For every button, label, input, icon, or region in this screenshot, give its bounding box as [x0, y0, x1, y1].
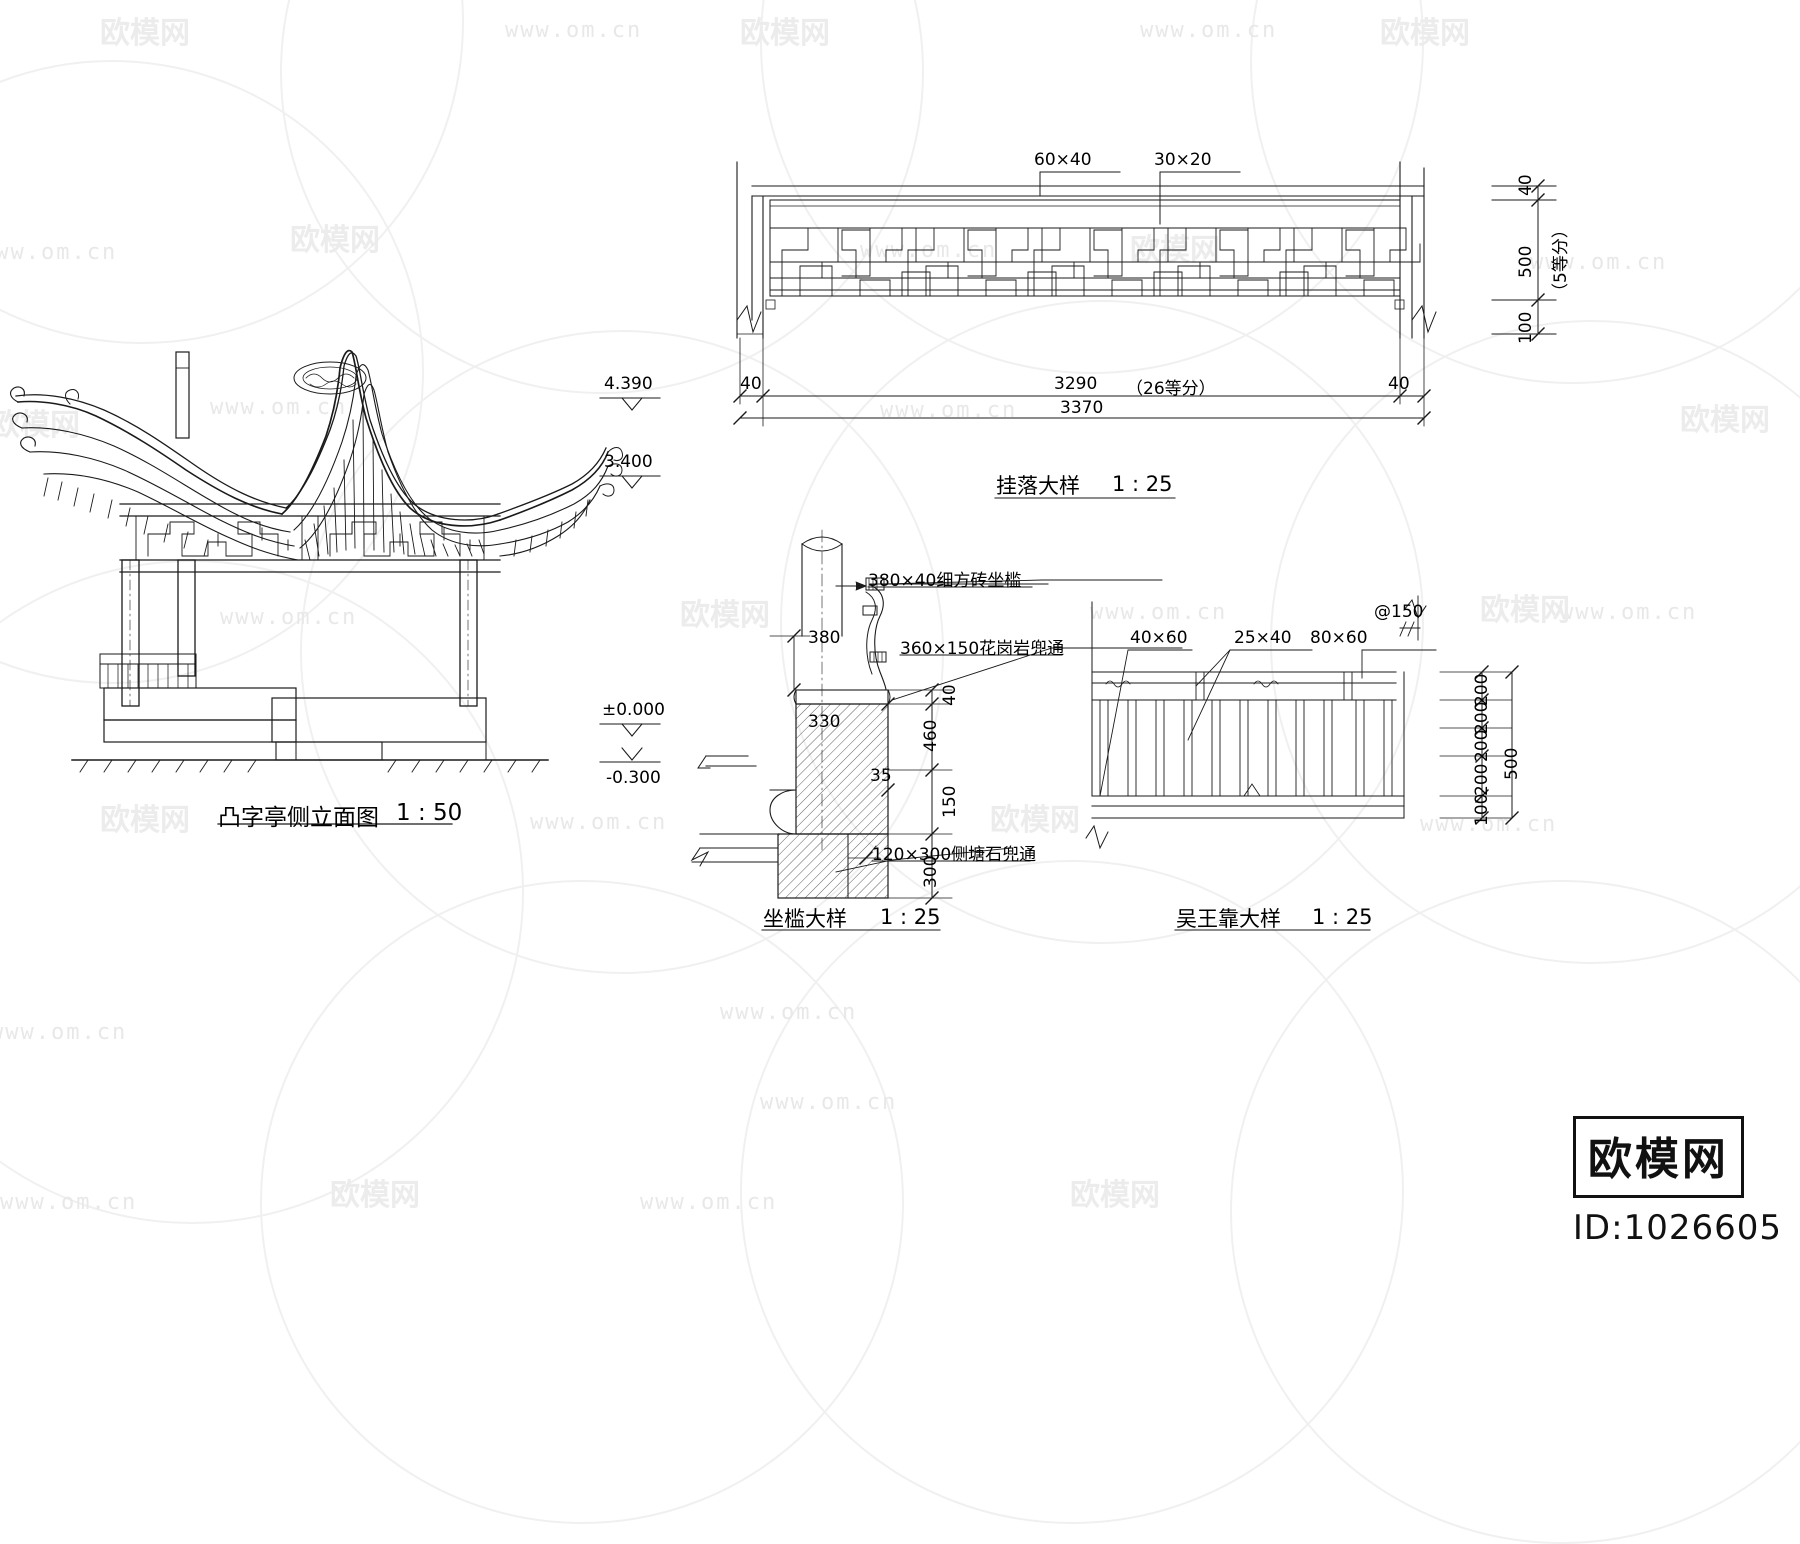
dim-seat-300: 300 [921, 855, 941, 888]
dim-seat-460: 460 [921, 719, 941, 752]
dim-lattice-3290: 3290 [1054, 374, 1098, 394]
view-title-seat-rail: 坐槛大样 [763, 907, 847, 931]
callout-60x40: 60×40 [1034, 150, 1092, 170]
dim-seat-35: 35 [870, 766, 892, 786]
dim-rail-200-c: 200 [1472, 729, 1492, 762]
elevation-value-minus-0300: -0.300 [606, 768, 661, 788]
callout-granite-sill: 360×150花岗岩兜通 [900, 639, 1065, 659]
dim-lattice-v-500: 500 [1516, 245, 1536, 278]
callout-25x40: 25×40 [1234, 628, 1292, 648]
dim-lattice-v-5-divisions: （5等分） [1551, 221, 1571, 300]
callout-80x60: 80×60 [1310, 628, 1368, 648]
view-scale-seat-rail: 1 : 25 [880, 905, 941, 929]
dim-rail-200-d: 200 [1472, 763, 1492, 796]
view-hanging-lattice-geometry [733, 161, 1557, 499]
callout-at-150: @150 [1374, 602, 1424, 622]
dim-seat-150: 150 [940, 785, 960, 818]
brand-name: 欧模网 [1587, 1134, 1729, 1185]
dim-lattice-left-40: 40 [740, 374, 762, 394]
elevation-value-4390: 4.390 [604, 374, 653, 394]
view-scale-goose-neck-rail: 1 : 25 [1312, 905, 1373, 929]
dim-lattice-v-40: 40 [1516, 174, 1536, 196]
view-scale-elevation: 1 : 50 [396, 800, 463, 826]
dim-rail-500: 500 [1502, 747, 1522, 780]
view-scale-hanging-lattice: 1 : 25 [1112, 472, 1173, 496]
dim-lattice-26-divisions: （26等分） [1126, 379, 1216, 399]
dim-seat-40: 40 [940, 684, 960, 706]
brand-name-box: 欧模网 [1572, 1116, 1744, 1198]
callout-side-pond-stone: 120×300侧塘石兜通 [872, 845, 1037, 865]
dim-lattice-3370: 3370 [1060, 398, 1104, 418]
dim-seat-330: 330 [808, 712, 841, 732]
dim-seat-380: 380 [808, 628, 841, 648]
dim-lattice-right-40: 40 [1388, 374, 1410, 394]
callout-40x60: 40×60 [1130, 628, 1188, 648]
elevation-value-3400: 3.400 [604, 452, 653, 472]
brand-block: 欧模网 ID:1026605 [1572, 1116, 1782, 1248]
elevation-value-0000: ±0.000 [602, 700, 665, 720]
dim-rail-100: 100 [1472, 793, 1492, 826]
view-title-elevation: 凸字亭侧立面图 [218, 805, 379, 831]
view-elevation-geometry [9, 349, 661, 825]
view-title-hanging-lattice: 挂落大样 [996, 474, 1080, 498]
model-id: ID:1026605 [1572, 1208, 1782, 1248]
view-title-goose-neck-rail: 吴王靠大样 [1176, 907, 1281, 931]
callout-seat-brick: 380×40细方砖坐槛 [868, 571, 1022, 591]
dim-lattice-v-100: 100 [1516, 311, 1536, 344]
callout-30x20: 30×20 [1154, 150, 1212, 170]
cad-drawing [9, 161, 1557, 931]
view-seat-rail-geometry [690, 529, 1183, 931]
